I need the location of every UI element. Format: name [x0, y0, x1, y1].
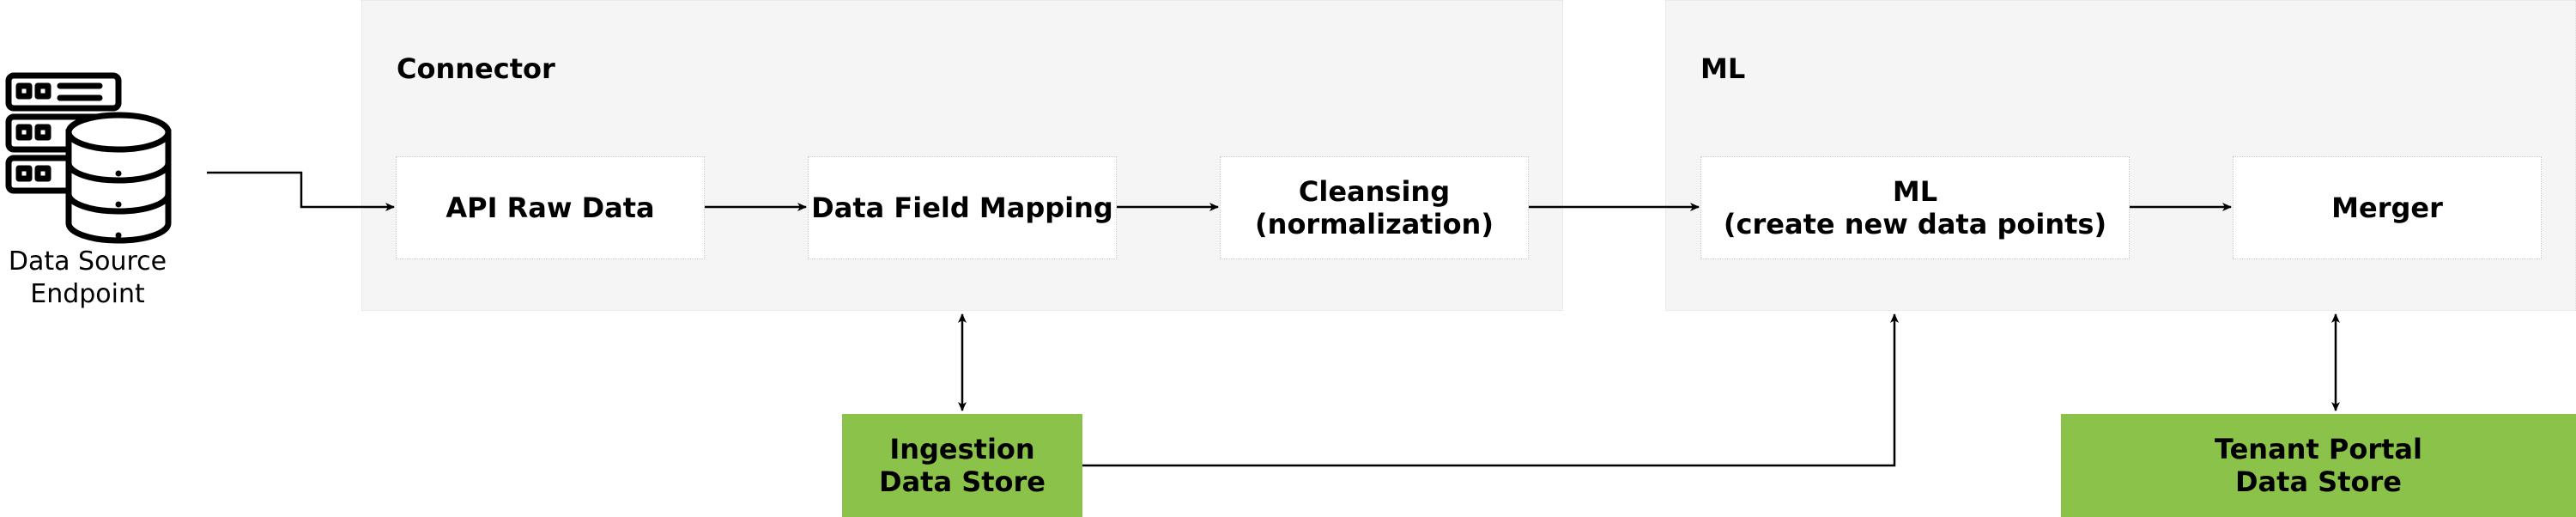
cleansing-node[interactable]: Cleansing (normalization) — [1220, 156, 1529, 259]
edge-source-to-api — [207, 171, 395, 211]
edge-ingestion-to-ml — [1082, 313, 1899, 467]
ml-group-title: ML — [1700, 52, 1746, 85]
tenant-portal-data-store[interactable]: Tenant Portal Data Store — [2061, 414, 2576, 517]
data-source-label: Data Source Endpoint — [8, 246, 167, 309]
ml-create-node[interactable]: ML (create new data points) — [1700, 156, 2130, 259]
connector-group-title: Connector — [397, 52, 555, 85]
api-raw-data-node[interactable]: API Raw Data — [396, 156, 705, 259]
server-database-icon — [5, 72, 172, 244]
data-field-mapping-node[interactable]: Data Field Mapping — [808, 156, 1117, 259]
merger-node[interactable]: Merger — [2233, 156, 2542, 259]
ingestion-data-store[interactable]: Ingestion Data Store — [842, 414, 1082, 517]
